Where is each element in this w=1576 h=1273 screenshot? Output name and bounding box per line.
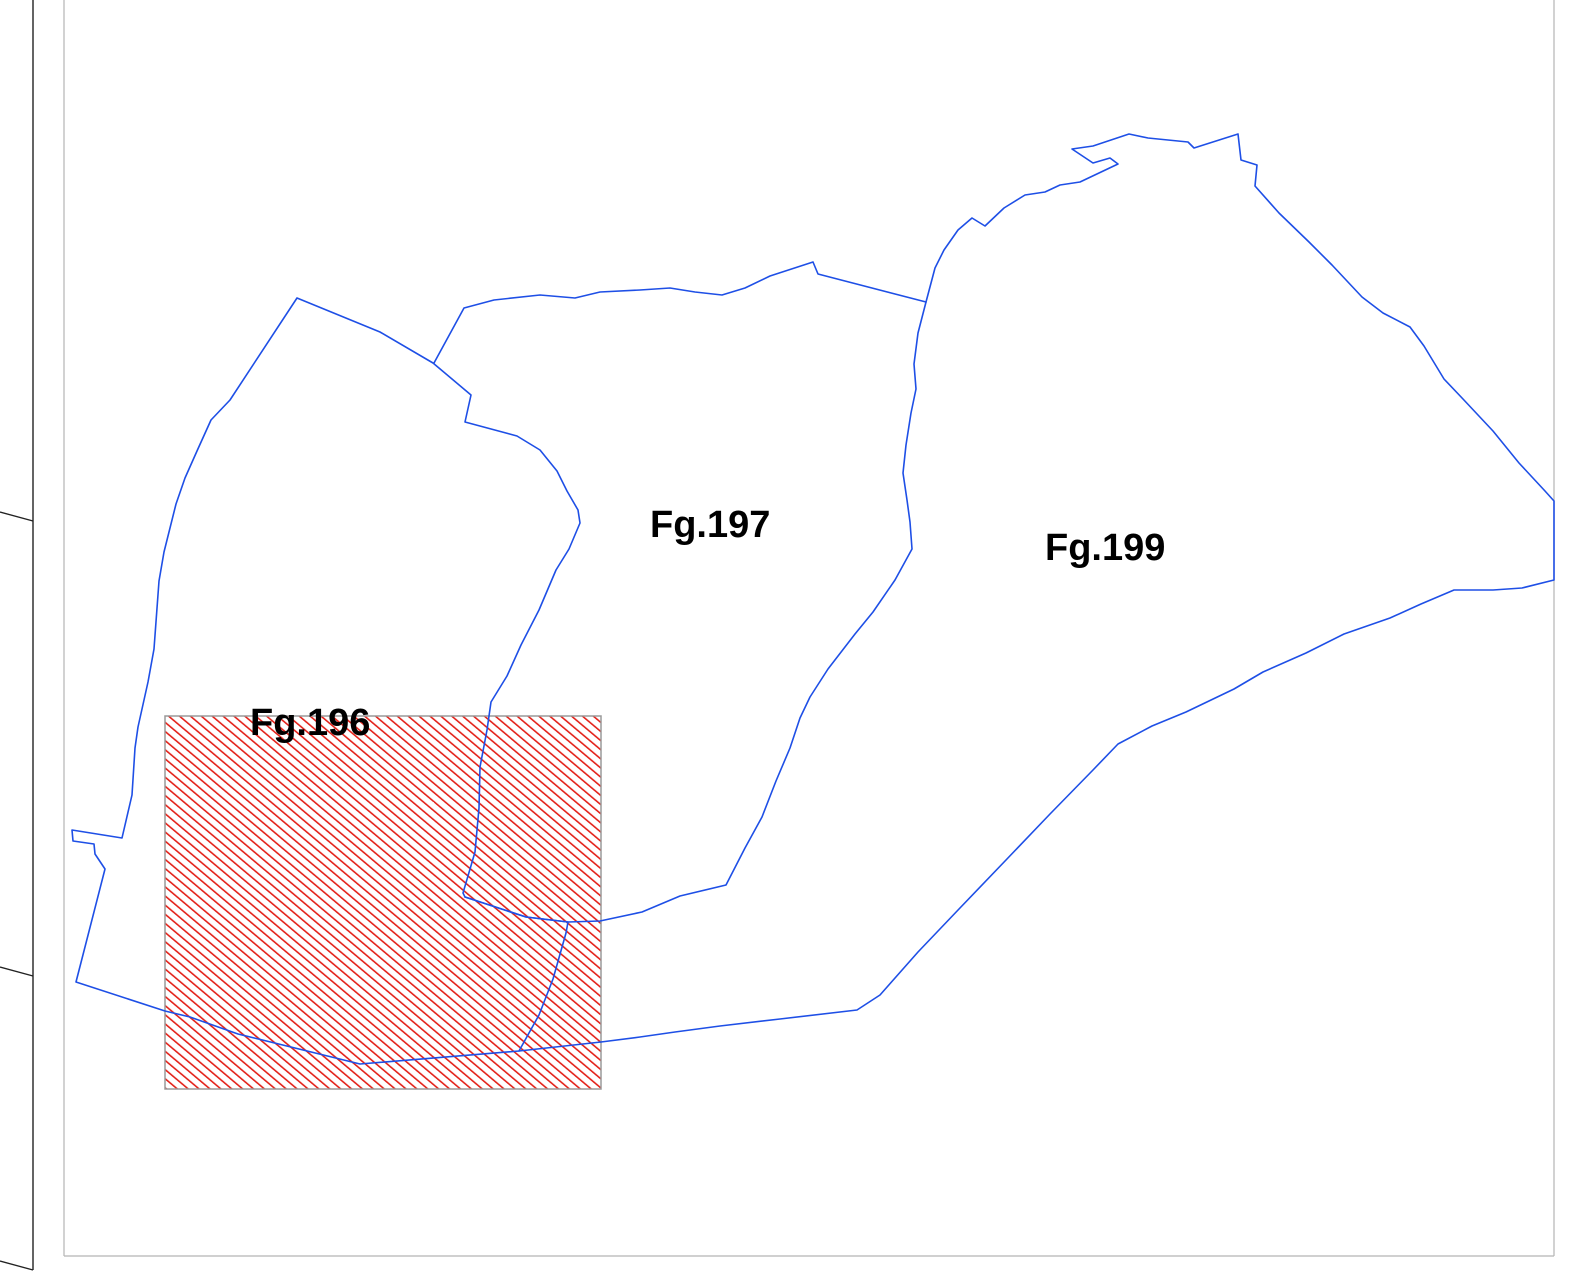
parcel-fg197-outline[interactable] — [433, 261, 927, 923]
highlight-area[interactable] — [164, 715, 602, 1090]
parcel-fg196-outline[interactable] — [71, 297, 581, 1065]
parcel-label-fg196: Fg.196 — [250, 702, 370, 744]
left-margin-ruler — [0, 0, 34, 1271]
parcel-label-fg199: Fg.199 — [1045, 527, 1165, 569]
parcel-fg199-outline[interactable] — [518, 133, 1555, 1052]
map-frame — [63, 0, 1555, 1257]
parcel-label-fg197: Fg.197 — [650, 504, 770, 546]
